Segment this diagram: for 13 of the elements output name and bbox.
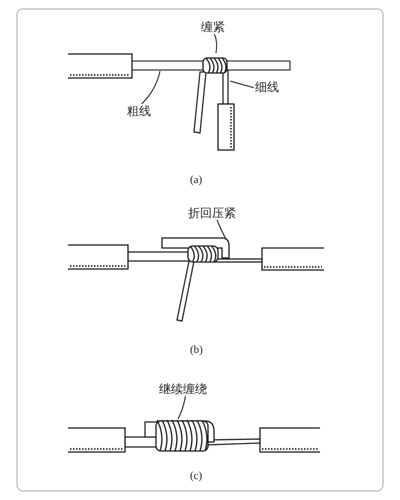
leader-line [216, 220, 226, 240]
panel-label: (c) [190, 470, 202, 482]
leader-line [230, 80, 254, 88]
panel-label: (a) [190, 174, 202, 186]
callout-label: 折回压紧 [187, 206, 237, 220]
callout-label: 粗线 [126, 104, 152, 118]
leader-line [141, 70, 160, 104]
panel-label: (b) [190, 344, 203, 356]
leader-line [214, 34, 218, 54]
leader-line [178, 396, 186, 420]
callout-label: 细线 [254, 80, 280, 94]
callout-label: 缠紧 [200, 20, 226, 34]
callout-label: 继续缠绕 [158, 382, 208, 396]
